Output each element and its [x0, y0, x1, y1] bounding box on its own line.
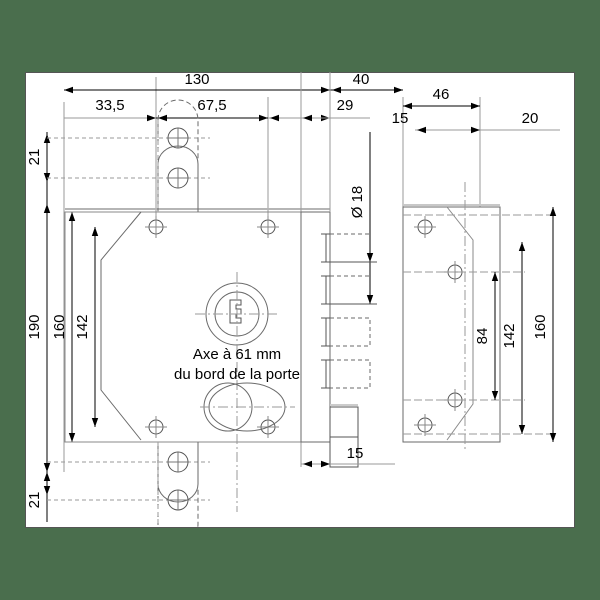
dim-29: 29	[301, 97, 370, 122]
dim-33-5-label: 33,5	[95, 97, 124, 114]
latch-cam	[200, 382, 295, 432]
dim-diameter-18: Ø 18	[330, 132, 377, 305]
dim-130-label: 130	[184, 72, 209, 88]
dim-15-plate-label: 15	[392, 110, 409, 127]
dim-15-bottom: 15	[301, 445, 395, 468]
dim-15-plate: 15	[392, 110, 480, 134]
note-text: Axe à 61 mm du bord de la porte	[174, 346, 300, 383]
plate-hole-4	[414, 414, 436, 436]
dim-21-bottom-label: 21	[26, 492, 43, 509]
sheet-border	[25, 72, 575, 528]
dim-40-label: 40	[353, 72, 370, 88]
dim-190: 190	[26, 134, 51, 472]
bolt-3	[321, 317, 371, 347]
note-line-2: du bord de la porte	[174, 366, 300, 383]
dim-row-2: 33,5 67,5	[64, 97, 330, 122]
dim-15-bottom-label: 15	[347, 445, 364, 462]
latch-bolt	[329, 404, 359, 468]
dim-130: 130	[64, 72, 330, 94]
dim-160-left-label: 160	[51, 314, 68, 339]
dim-142-left-label: 142	[74, 314, 91, 339]
dim-29-label: 29	[337, 97, 354, 114]
dim-20-label: 20	[522, 110, 539, 127]
upper-mounting-tab	[157, 99, 199, 212]
dim-40: 40	[330, 72, 403, 94]
bolt-4	[321, 359, 371, 389]
strike-plate	[402, 182, 555, 452]
dim-21-bottom: 21	[26, 472, 51, 522]
dim-20: 20	[480, 110, 560, 131]
dim-190-label: 190	[26, 314, 43, 339]
dim-67-5-label: 67,5	[197, 97, 226, 114]
dim-160-left: 160	[51, 212, 76, 442]
plate-hole-1	[414, 216, 436, 238]
technical-drawing-svg: 130 40 33,5 67,5	[25, 72, 575, 528]
dim-142-left: 142	[74, 227, 99, 427]
cylinder-keyhole	[195, 272, 279, 512]
dim-160-right: 160	[532, 207, 557, 442]
dim-diameter-18-label: Ø 18	[349, 186, 366, 219]
dim-142-right: 142	[501, 242, 526, 434]
dim-46: 46	[403, 86, 480, 110]
dim-160-right-label: 160	[532, 314, 549, 339]
dim-21-top-label: 21	[26, 149, 43, 166]
lower-mounting-tab	[157, 442, 199, 528]
dim-142-right-label: 142	[501, 323, 518, 348]
dim-84: 84	[474, 272, 499, 400]
dim-84-label: 84	[474, 328, 491, 345]
drawing-sheet: 130 40 33,5 67,5	[25, 72, 575, 528]
dim-46-label: 46	[433, 86, 450, 103]
note-line-1: Axe à 61 mm	[193, 346, 281, 363]
body-screw-holes	[145, 216, 279, 438]
